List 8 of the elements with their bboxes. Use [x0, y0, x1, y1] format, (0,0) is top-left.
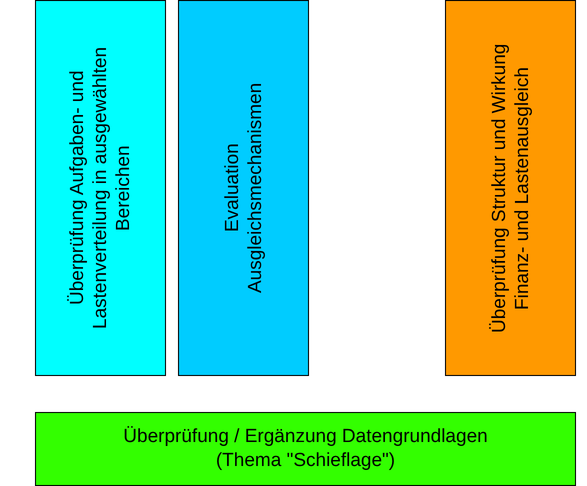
process-box: [445, 0, 576, 376]
process-box: [35, 412, 576, 486]
process-box: [178, 0, 309, 376]
node-label: Überprüfung Struktur und Wirkung Finanz- und Lastenausgleich: [488, 42, 534, 335]
node-label: Überprüfung / Ergänzung Datengrundlagen (Thema "Schieflage"): [122, 425, 489, 473]
node-label: Überprüfung Aufgaben- und Lastenverteilung in ausgewählten Bereichen: [66, 46, 135, 332]
node-label: Evaluation Ausgleichsmechanismen: [220, 82, 266, 296]
process-box: [35, 0, 166, 376]
